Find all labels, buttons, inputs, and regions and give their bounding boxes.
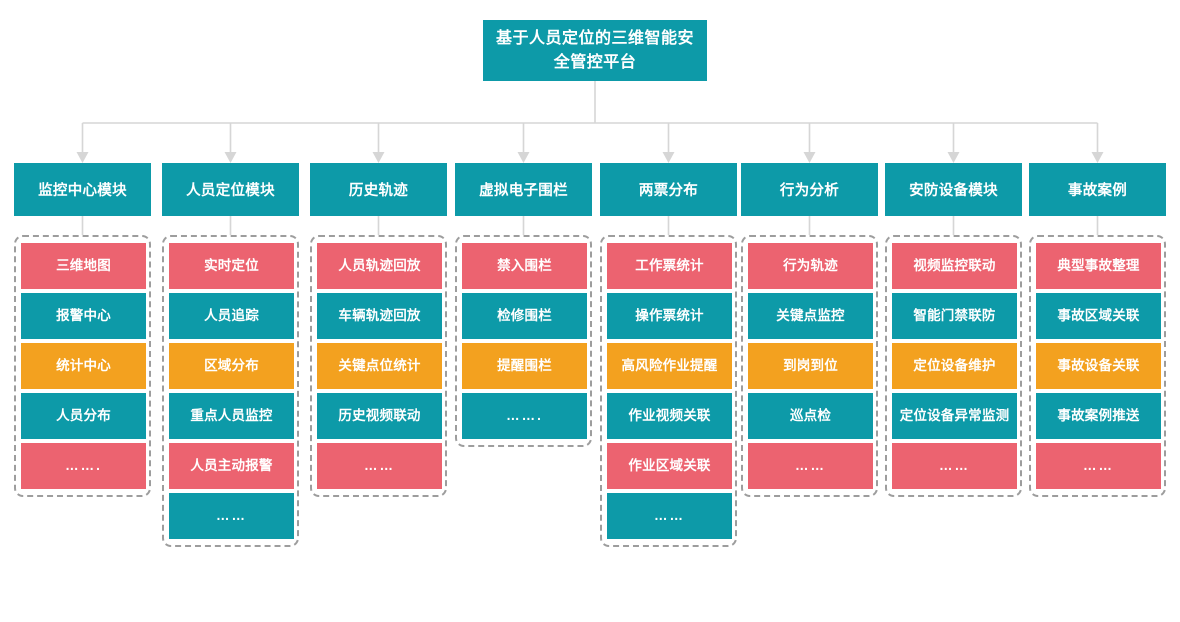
list-item[interactable]: 报警中心 (21, 293, 146, 339)
list-item[interactable]: 车辆轨迹回放 (317, 293, 442, 339)
column-accident-cases: 事故案例 典型事故整理 事故区域关联 事故设备关联 事故案例推送 …… (1029, 163, 1166, 497)
list-item[interactable]: 工作票统计 (607, 243, 732, 289)
column-two-ticket-distribution: 两票分布 工作票统计 操作票统计 高风险作业提醒 作业视频关联 作业区域关联 …… (600, 163, 737, 547)
list-item[interactable]: 巡点检 (748, 393, 873, 439)
column-header[interactable]: 两票分布 (600, 163, 737, 216)
column-item-group: 禁入围栏 检修围栏 提醒围栏 ……. (455, 235, 592, 447)
list-item[interactable]: 事故设备关联 (1036, 343, 1161, 389)
list-item[interactable]: 高风险作业提醒 (607, 343, 732, 389)
column-item-group: 工作票统计 操作票统计 高风险作业提醒 作业视频关联 作业区域关联 …… (600, 235, 737, 547)
root-title-node: 基于人员定位的三维智能安全管控平台 (483, 20, 707, 81)
list-item[interactable]: 行为轨迹 (748, 243, 873, 289)
list-item[interactable]: 人员分布 (21, 393, 146, 439)
list-item-ellipsis[interactable]: …… (317, 443, 442, 489)
list-item[interactable]: 禁入围栏 (462, 243, 587, 289)
column-virtual-fence: 虚拟电子围栏 禁入围栏 检修围栏 提醒围栏 ……. (455, 163, 592, 447)
column-item-group: 三维地图 报警中心 统计中心 人员分布 ……. (14, 235, 151, 497)
list-item[interactable]: 关键点监控 (748, 293, 873, 339)
list-item[interactable]: 关键点位统计 (317, 343, 442, 389)
column-item-group: 人员轨迹回放 车辆轨迹回放 关键点位统计 历史视频联动 …… (310, 235, 447, 497)
list-item[interactable]: 操作票统计 (607, 293, 732, 339)
list-item[interactable]: 视频监控联动 (892, 243, 1017, 289)
column-item-group: 视频监控联动 智能门禁联防 定位设备维护 定位设备异常监测 …… (885, 235, 1022, 497)
list-item[interactable]: 统计中心 (21, 343, 146, 389)
list-item-ellipsis[interactable]: …… (1036, 443, 1161, 489)
column-behavior-analysis: 行为分析 行为轨迹 关键点监控 到岗到位 巡点检 …… (741, 163, 878, 497)
list-item[interactable]: 定位设备异常监测 (892, 393, 1017, 439)
column-header[interactable]: 安防设备模块 (885, 163, 1022, 216)
column-item-group: 典型事故整理 事故区域关联 事故设备关联 事故案例推送 …… (1029, 235, 1166, 497)
column-header[interactable]: 行为分析 (741, 163, 878, 216)
column-header[interactable]: 监控中心模块 (14, 163, 151, 216)
column-history-track: 历史轨迹 人员轨迹回放 车辆轨迹回放 关键点位统计 历史视频联动 …… (310, 163, 447, 497)
list-item-ellipsis[interactable]: …… (892, 443, 1017, 489)
list-item[interactable]: 三维地图 (21, 243, 146, 289)
list-item-ellipsis[interactable]: …… (607, 493, 732, 539)
list-item[interactable]: 定位设备维护 (892, 343, 1017, 389)
column-header[interactable]: 历史轨迹 (310, 163, 447, 216)
list-item-ellipsis[interactable]: ……. (21, 443, 146, 489)
list-item[interactable]: 提醒围栏 (462, 343, 587, 389)
column-header[interactable]: 虚拟电子围栏 (455, 163, 592, 216)
list-item-ellipsis[interactable]: …… (748, 443, 873, 489)
list-item[interactable]: 智能门禁联防 (892, 293, 1017, 339)
list-item[interactable]: 区域分布 (169, 343, 294, 389)
list-item[interactable]: 作业视频关联 (607, 393, 732, 439)
column-item-group: 行为轨迹 关键点监控 到岗到位 巡点检 …… (741, 235, 878, 497)
list-item[interactable]: 事故区域关联 (1036, 293, 1161, 339)
list-item[interactable]: 历史视频联动 (317, 393, 442, 439)
list-item[interactable]: 到岗到位 (748, 343, 873, 389)
list-item[interactable]: 实时定位 (169, 243, 294, 289)
list-item-ellipsis[interactable]: ……. (462, 393, 587, 439)
list-item[interactable]: 人员追踪 (169, 293, 294, 339)
list-item[interactable]: 检修围栏 (462, 293, 587, 339)
list-item[interactable]: 事故案例推送 (1036, 393, 1161, 439)
list-item-ellipsis[interactable]: …… (169, 493, 294, 539)
list-item[interactable]: 作业区域关联 (607, 443, 732, 489)
column-header[interactable]: 事故案例 (1029, 163, 1166, 216)
column-security-equipment: 安防设备模块 视频监控联动 智能门禁联防 定位设备维护 定位设备异常监测 …… (885, 163, 1022, 497)
list-item[interactable]: 人员轨迹回放 (317, 243, 442, 289)
column-item-group: 实时定位 人员追踪 区域分布 重点人员监控 人员主动报警 …… (162, 235, 299, 547)
list-item[interactable]: 重点人员监控 (169, 393, 294, 439)
list-item[interactable]: 人员主动报警 (169, 443, 294, 489)
list-item[interactable]: 典型事故整理 (1036, 243, 1161, 289)
column-monitoring-center: 监控中心模块 三维地图 报警中心 统计中心 人员分布 ……. (14, 163, 151, 497)
column-header[interactable]: 人员定位模块 (162, 163, 299, 216)
column-personnel-positioning: 人员定位模块 实时定位 人员追踪 区域分布 重点人员监控 人员主动报警 …… (162, 163, 299, 547)
